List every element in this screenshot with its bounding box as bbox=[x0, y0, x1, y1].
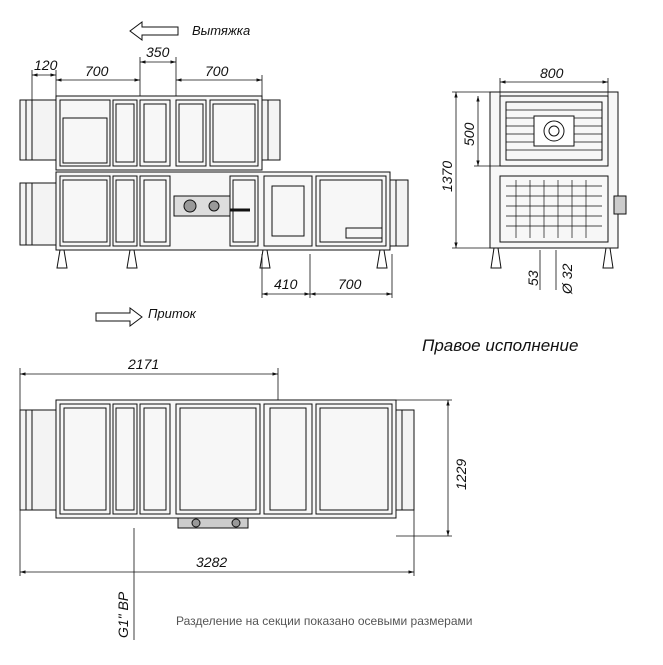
dim-800: 800 bbox=[540, 65, 564, 81]
exhaust-arrow-icon bbox=[129, 21, 179, 41]
dim-3282: 3282 bbox=[196, 554, 227, 570]
dim-410: 410 bbox=[274, 276, 298, 292]
upper-unit-body bbox=[55, 95, 263, 171]
lower-duct-left bbox=[19, 182, 57, 246]
plan-dimensions bbox=[19, 368, 452, 640]
upper-duct-left bbox=[19, 99, 57, 161]
supply-arrow-icon bbox=[95, 307, 143, 327]
side-view bbox=[489, 91, 627, 269]
filter-grid-icon bbox=[506, 180, 602, 238]
supply-label: Приток bbox=[148, 306, 197, 321]
dim-350: 350 bbox=[146, 44, 170, 60]
dim-120: 120 bbox=[34, 57, 58, 73]
right-version-label: Правое исполнение bbox=[422, 336, 578, 355]
dim-1229: 1229 bbox=[453, 459, 469, 490]
pipe-thread-label: G1" ВР bbox=[115, 591, 131, 638]
side-dimensions bbox=[452, 78, 609, 290]
dim-32: Ø 32 bbox=[559, 263, 575, 295]
dim-1370: 1370 bbox=[439, 161, 455, 192]
front-dimension-labels: 120 700 350 700 410 700 bbox=[34, 44, 362, 292]
front-dimensions bbox=[31, 57, 393, 298]
plan-view bbox=[19, 399, 415, 529]
lower-duct-right bbox=[389, 179, 409, 247]
exhaust-label: Вытяжка bbox=[192, 23, 250, 38]
dim-700-b: 700 bbox=[205, 63, 229, 79]
dim-53: 53 bbox=[525, 270, 541, 286]
note-text: Разделение на секции показано осевыми ра… bbox=[176, 614, 472, 628]
front-view bbox=[19, 21, 409, 327]
upper-duct-right bbox=[261, 99, 281, 161]
valve-assembly-icon bbox=[173, 195, 250, 217]
fan-icon bbox=[543, 120, 565, 142]
dim-500: 500 bbox=[461, 122, 477, 146]
dim-700-a: 700 bbox=[85, 63, 109, 79]
dim-2171: 2171 bbox=[127, 356, 159, 372]
pipe-connection-icon bbox=[177, 517, 249, 529]
dim-700-c: 700 bbox=[338, 276, 362, 292]
